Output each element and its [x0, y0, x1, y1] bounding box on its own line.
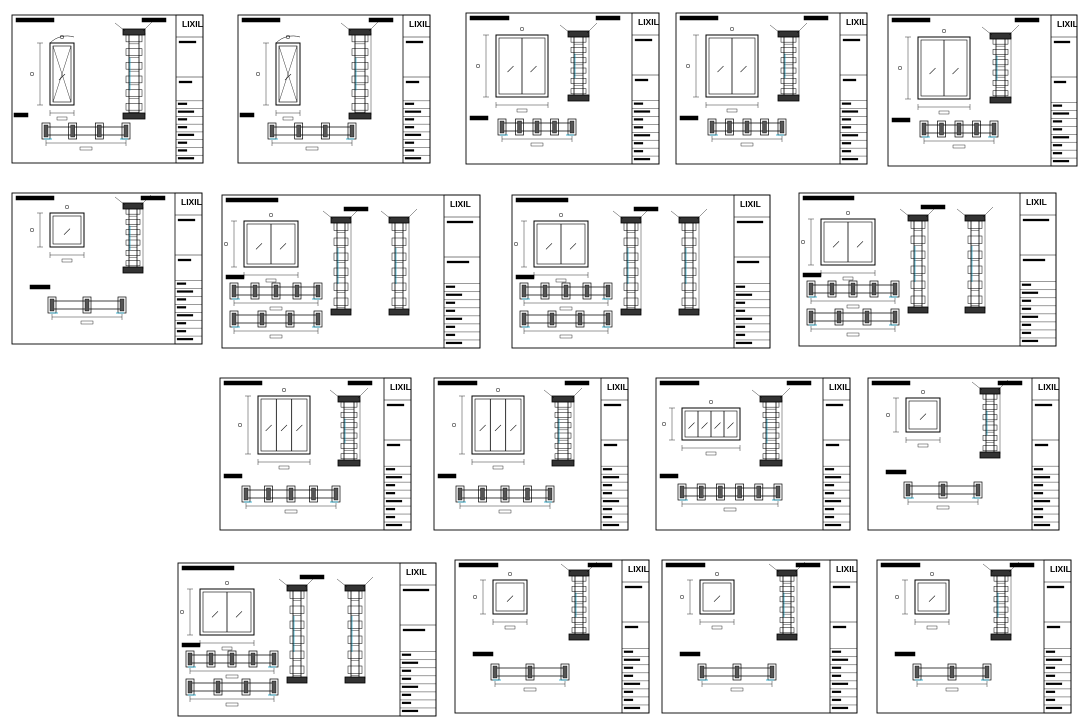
drawing-sheet[interactable]: LIXIL — [177, 562, 437, 717]
brand-logo: LIXIL — [406, 567, 427, 577]
drawing-sheet[interactable]: LIXIL — [465, 12, 660, 165]
brand-logo: LIXIL — [182, 19, 203, 29]
brand-logo: LIXIL — [409, 19, 430, 29]
drawing-sheet[interactable]: LIXIL — [433, 377, 629, 531]
drawing-sheet[interactable]: LIXIL — [675, 12, 868, 165]
brand-logo: LIXIL — [390, 382, 411, 392]
brand-logo: LIXIL — [638, 17, 659, 27]
brand-logo: LIXIL — [450, 199, 471, 209]
drawing-sheet[interactable]: LIXIL — [219, 377, 412, 531]
brand-logo: LIXIL — [1026, 197, 1047, 207]
drawing-sheet[interactable]: LIXIL — [867, 377, 1060, 531]
drawing-sheet[interactable]: LIXIL — [454, 559, 650, 714]
drawing-sheet[interactable]: LIXIL — [11, 192, 203, 345]
drawing-sheet[interactable]: LIXIL — [876, 559, 1072, 714]
brand-logo: LIXIL — [607, 382, 628, 392]
drawing-sheet[interactable]: LIXIL — [511, 194, 771, 349]
brand-logo: LIXIL — [1038, 382, 1059, 392]
brand-logo: LIXIL — [836, 564, 857, 574]
drawing-sheet[interactable]: LIXIL — [887, 14, 1078, 167]
drawing-sheet[interactable]: LIXIL — [798, 192, 1057, 347]
brand-logo: LIXIL — [628, 564, 649, 574]
drawing-sheet[interactable]: LIXIL — [661, 559, 858, 714]
drawing-sheet[interactable]: LIXIL — [655, 377, 851, 531]
brand-logo: LIXIL — [181, 197, 202, 207]
brand-logo: LIXIL — [1057, 19, 1078, 29]
brand-logo: LIXIL — [829, 382, 850, 392]
drawing-sheet[interactable]: LIXIL — [11, 14, 204, 164]
drawing-sheet[interactable]: LIXIL — [237, 14, 431, 164]
drawing-sheet[interactable]: LIXIL — [221, 194, 481, 349]
brand-logo: LIXIL — [1050, 564, 1071, 574]
brand-logo: LIXIL — [740, 199, 761, 209]
brand-logo: LIXIL — [846, 17, 867, 27]
